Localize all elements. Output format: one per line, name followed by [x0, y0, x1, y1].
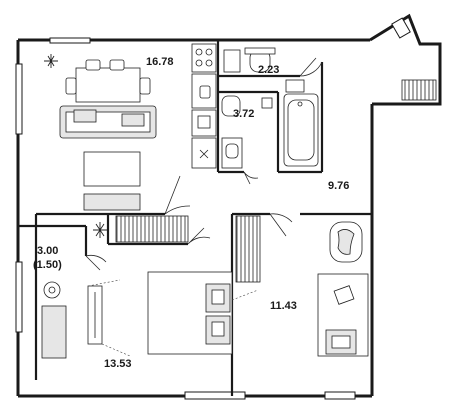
- area-bedroom: 11.43: [270, 300, 297, 312]
- kitchen-units: [191, 43, 217, 169]
- bathroom-fixtures: [221, 79, 319, 169]
- area-bathroom: 3.72: [233, 108, 255, 120]
- balcony-furniture: [41, 281, 67, 359]
- dashed-lines: [87, 279, 259, 357]
- hall-wardrobe: [115, 215, 261, 283]
- hall-rug: [329, 221, 363, 263]
- coffee-table: [83, 151, 141, 187]
- interior-walls: [18, 40, 372, 396]
- area-hallway: 9.76: [328, 180, 350, 192]
- tv-stand: [83, 193, 141, 211]
- bed: [147, 271, 233, 355]
- dining-set: [65, 59, 151, 103]
- balcony-radiator: [401, 79, 437, 101]
- tv-unit: [87, 285, 103, 345]
- toilet-fixtures: [223, 47, 276, 73]
- area-living-room: 13.53: [104, 358, 132, 370]
- plant-icon: [44, 54, 107, 238]
- windows: [15, 17, 411, 400]
- area-toilet: 2.23: [258, 64, 280, 76]
- desk-set: [317, 273, 369, 357]
- area-kitchen-living: 16.78: [146, 56, 174, 68]
- sofa: [59, 105, 157, 139]
- area-balcony: 3.00: [37, 245, 59, 257]
- area-balcony-reduced: (1.50): [33, 259, 62, 271]
